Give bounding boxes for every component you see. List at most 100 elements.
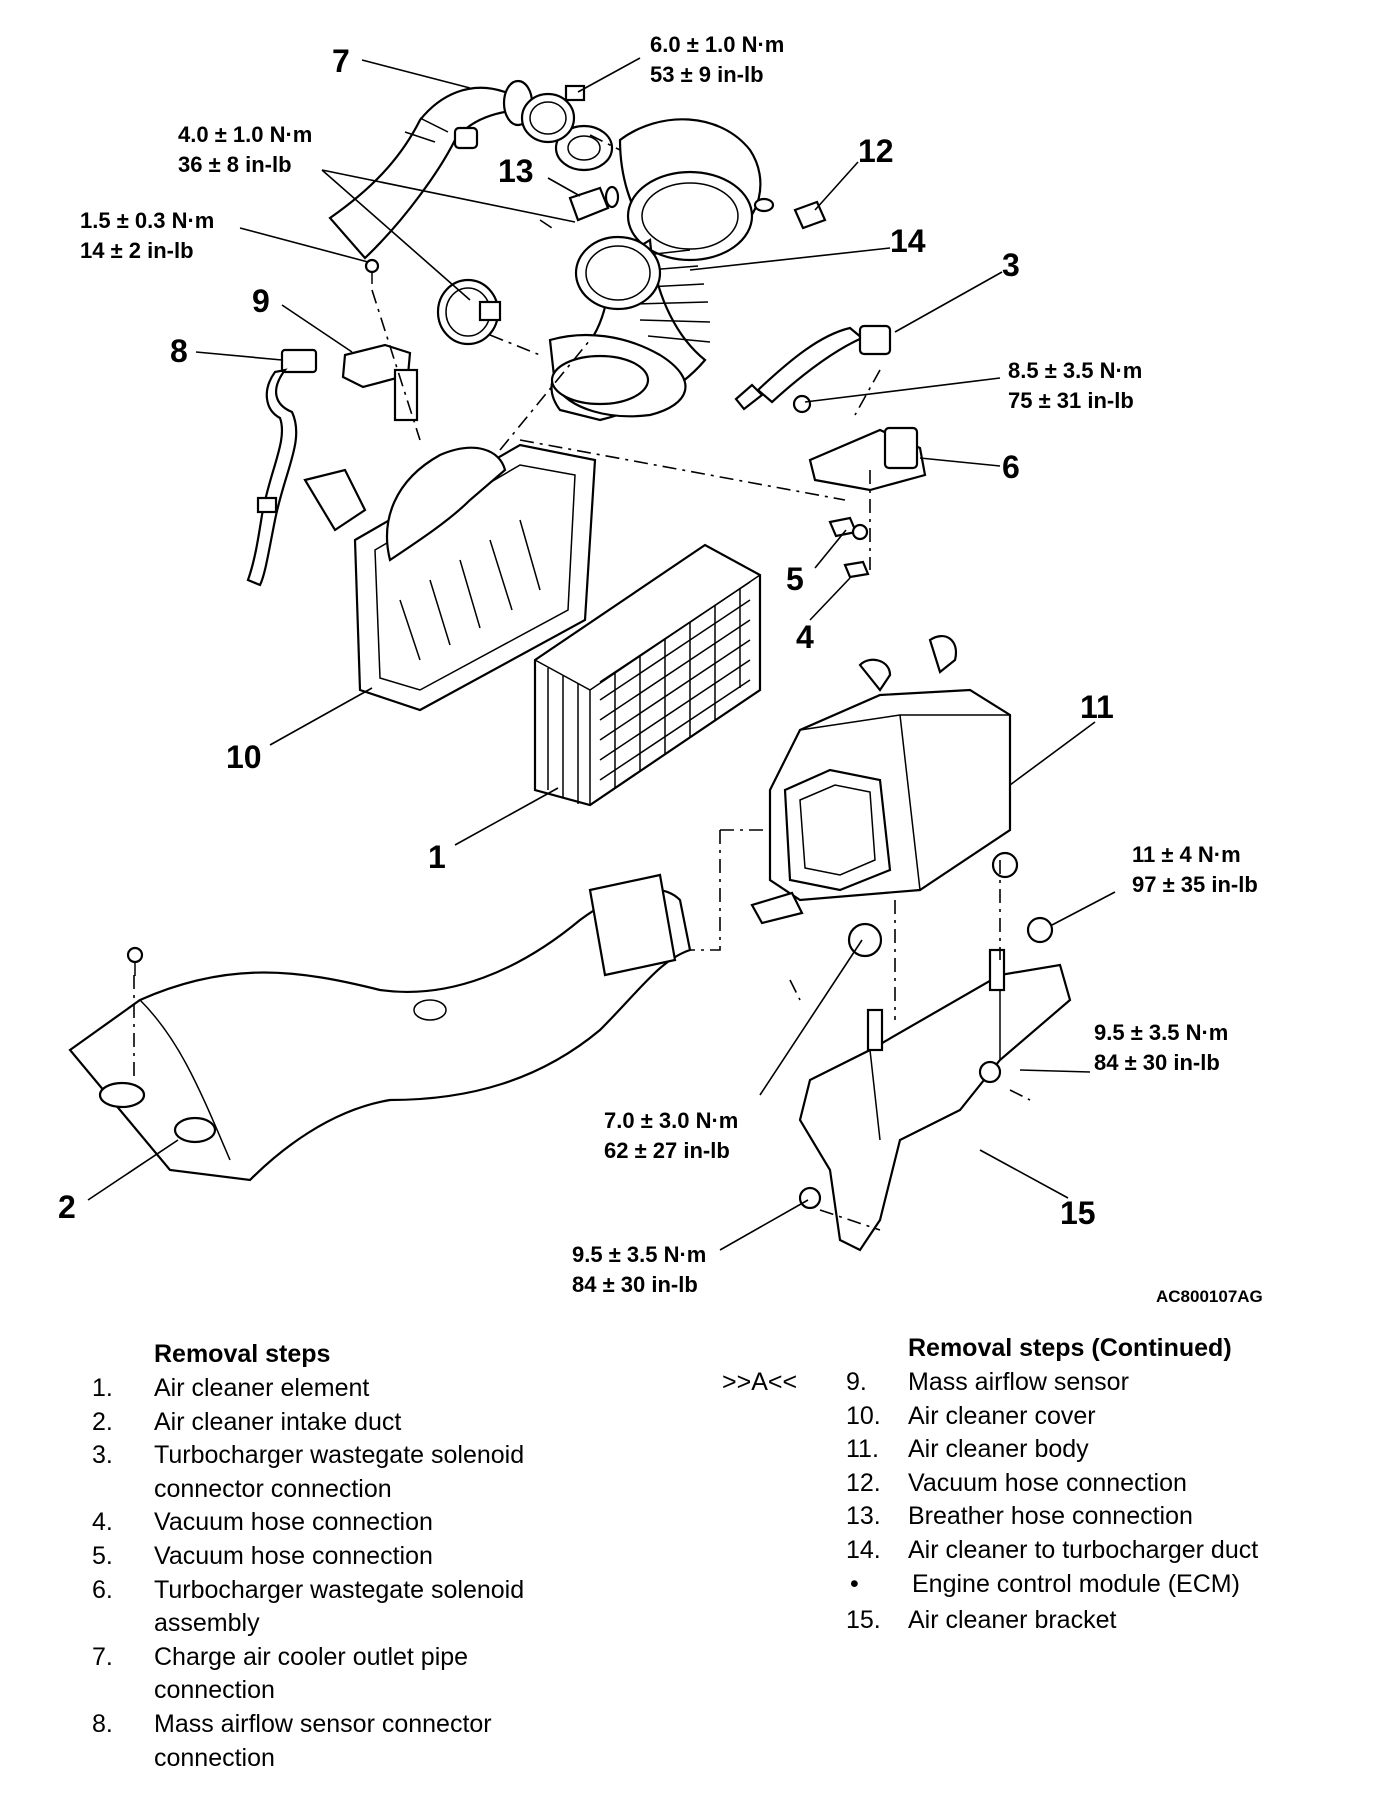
part-vacuum-hose-12 <box>793 200 827 230</box>
part-wastegate-solenoid-connector <box>734 324 892 411</box>
torque-clamp7-inlb: 53 ± 9 in-lb <box>650 62 764 87</box>
torque-clamp7-nm: 6.0 ± 1.0 N·m <box>650 32 784 57</box>
step-number: 1. <box>92 1374 113 1402</box>
callout-1: 1 <box>428 839 446 875</box>
part-mass-airflow-sensor <box>341 343 419 422</box>
torque-maf-nm: 1.5 ± 0.3 N·m <box>80 208 214 233</box>
step-bullet: • <box>850 1569 859 1598</box>
step-number: 7. <box>92 1642 113 1671</box>
step-number: 5. <box>92 1541 113 1570</box>
figure-reference-code: AC800107AG <box>1156 1287 1263 1306</box>
list-item: 12. Vacuum hose connection <box>846 1467 1366 1501</box>
part-turbo-duct-upper <box>554 118 775 262</box>
step-text: Air cleaner to turbocharger duct <box>908 1535 1259 1564</box>
list-item: 15. Air cleaner bracket <box>846 1604 1366 1638</box>
step-number: 14. <box>846 1535 881 1564</box>
step-text: Turbocharger wastegate solenoid connecto… <box>154 1441 525 1503</box>
removal-steps-continued-title: Removal steps (Continued) <box>908 1334 1232 1362</box>
step-text: Vacuum hose connection <box>154 1541 433 1570</box>
list-item: 10. Air cleaner cover <box>846 1400 1366 1434</box>
step-text: Vacuum hose connection <box>154 1508 433 1537</box>
step-text: Charge air cooler outlet pipe connection <box>154 1642 469 1705</box>
step-number: 6. <box>92 1575 113 1604</box>
step-number: 10. <box>846 1401 881 1430</box>
callout-7: 7 <box>332 43 350 79</box>
list-item: 6. Turbocharger wastegate solenoid assemb… <box>92 1574 612 1641</box>
callout-4: 4 <box>796 619 814 655</box>
step-number: 13. <box>846 1502 881 1531</box>
part-air-cleaner-element <box>533 543 762 807</box>
part-hose-clamp-upper <box>520 84 586 144</box>
list-item: 9. Mass airflow sensor <box>846 1366 1366 1400</box>
callout-5: 5 <box>786 561 804 597</box>
step-number: 3. <box>92 1441 113 1470</box>
step-number: 11. <box>846 1435 879 1464</box>
part-air-cleaner-cover <box>303 443 597 712</box>
torque-body2-inlb: 62 ± 27 in-lb <box>604 1138 730 1163</box>
part-wastegate-solenoid-assembly <box>792 394 927 492</box>
step-text: Air cleaner intake duct <box>154 1407 402 1436</box>
callout-12: 12 <box>858 133 894 169</box>
part-air-cleaner-to-turbo-duct <box>548 235 711 422</box>
step-text: Mass airflow sensor <box>908 1368 1129 1396</box>
step-text: Turbocharger wastegate solenoid assembly <box>154 1575 525 1638</box>
exploded-parts-diagram: 7 12 13 14 3 9 8 6 5 4 11 10 1 2 15 6.0 … <box>58 32 1263 1306</box>
part-air-cleaner-bracket <box>798 916 1072 1252</box>
list-item: 5. Vacuum hose connection <box>92 1540 612 1574</box>
step-number: 15. <box>846 1606 881 1635</box>
torque-clamp14-nm: 4.0 ± 1.0 N·m <box>178 122 312 147</box>
callout-14: 14 <box>890 223 926 259</box>
list-item: 13. Breather hose connection <box>846 1500 1366 1534</box>
procedure-reference-mark: >>A<< <box>722 1368 798 1396</box>
torque-bracket-b-inlb: 84 ± 30 in-lb <box>572 1272 698 1297</box>
list-item: 2. Air cleaner intake duct <box>92 1406 612 1440</box>
step-number: 9. <box>846 1368 867 1396</box>
torque-clamp14-inlb: 36 ± 8 in-lb <box>178 152 292 177</box>
callout-3: 3 <box>1002 247 1020 283</box>
part-breather-hose <box>568 185 620 222</box>
step-text: Engine control module (ECM) <box>912 1569 1240 1598</box>
step-text: Air cleaner cover <box>908 1401 1096 1430</box>
step-text: Vacuum hose connection <box>908 1468 1187 1497</box>
step-text: Air cleaner element <box>154 1374 370 1402</box>
torque-body-nm: 11 ± 4 N·m <box>1132 842 1241 867</box>
part-hose-clamp-lower <box>436 278 502 346</box>
torque-maf-inlb: 14 ± 2 in-lb <box>80 238 194 263</box>
torque-bracket-a-inlb: 84 ± 30 in-lb <box>1094 1050 1220 1075</box>
step-number: 4. <box>92 1508 113 1537</box>
part-maf-connector-harness <box>246 348 318 587</box>
torque-body-inlb: 97 ± 35 in-lb <box>1132 872 1258 897</box>
torque-body2-nm: 7.0 ± 3.0 N·m <box>604 1108 738 1133</box>
callout-8: 8 <box>170 333 188 369</box>
step-number: 12. <box>846 1468 881 1497</box>
callout-6: 6 <box>1002 449 1020 485</box>
list-item: 11.Air cleaner body <box>846 1433 1366 1467</box>
torque-bracket-b-nm: 9.5 ± 3.5 N·m <box>572 1242 706 1267</box>
torque-solenoid-nm: 8.5 ± 3.5 N·m <box>1008 358 1142 383</box>
removal-steps-continued-list: Removal steps (Continued) 9. Mass airflow… <box>846 1332 1366 1638</box>
step-text: Breather hose connection <box>908 1502 1193 1531</box>
list-item: 4. Vacuum hose connection <box>92 1506 612 1540</box>
list-item: 1. Air cleaner element <box>92 1372 612 1406</box>
callout-2: 2 <box>58 1189 76 1225</box>
step-number: 8. <box>92 1709 113 1738</box>
list-item: 14. Air cleaner to turbocharger duct <box>846 1534 1366 1568</box>
step-text: Air cleaner bracket <box>908 1606 1117 1635</box>
callout-11: 11 <box>1080 689 1114 725</box>
list-item: 7. Charge air cooler outlet pipe connecti… <box>92 1641 612 1708</box>
list-item: • Engine control module (ECM) <box>846 1568 1366 1602</box>
callout-9: 9 <box>252 283 270 319</box>
step-text: Mass airflow sensor connector connection <box>154 1709 492 1772</box>
part-air-cleaner-body <box>750 635 1019 958</box>
callout-10: 10 <box>226 739 262 775</box>
callout-13: 13 <box>498 153 534 189</box>
step-number: 2. <box>92 1407 113 1436</box>
part-vacuum-hoses-4-5 <box>828 516 870 579</box>
list-item: 3. Turbocharger wastegate solenoid connec… <box>92 1439 612 1506</box>
removal-steps-title: Removal steps <box>154 1340 331 1368</box>
part-air-cleaner-intake-duct <box>68 873 692 1182</box>
torque-bracket-a-nm: 9.5 ± 3.5 N·m <box>1094 1020 1228 1045</box>
part-maf-screw <box>364 258 380 284</box>
removal-steps-list: Removal steps 1. Air cleaner element 2. Ai… <box>92 1338 612 1775</box>
list-item: 8. Mass airflow sensor connector connecti… <box>92 1708 612 1775</box>
